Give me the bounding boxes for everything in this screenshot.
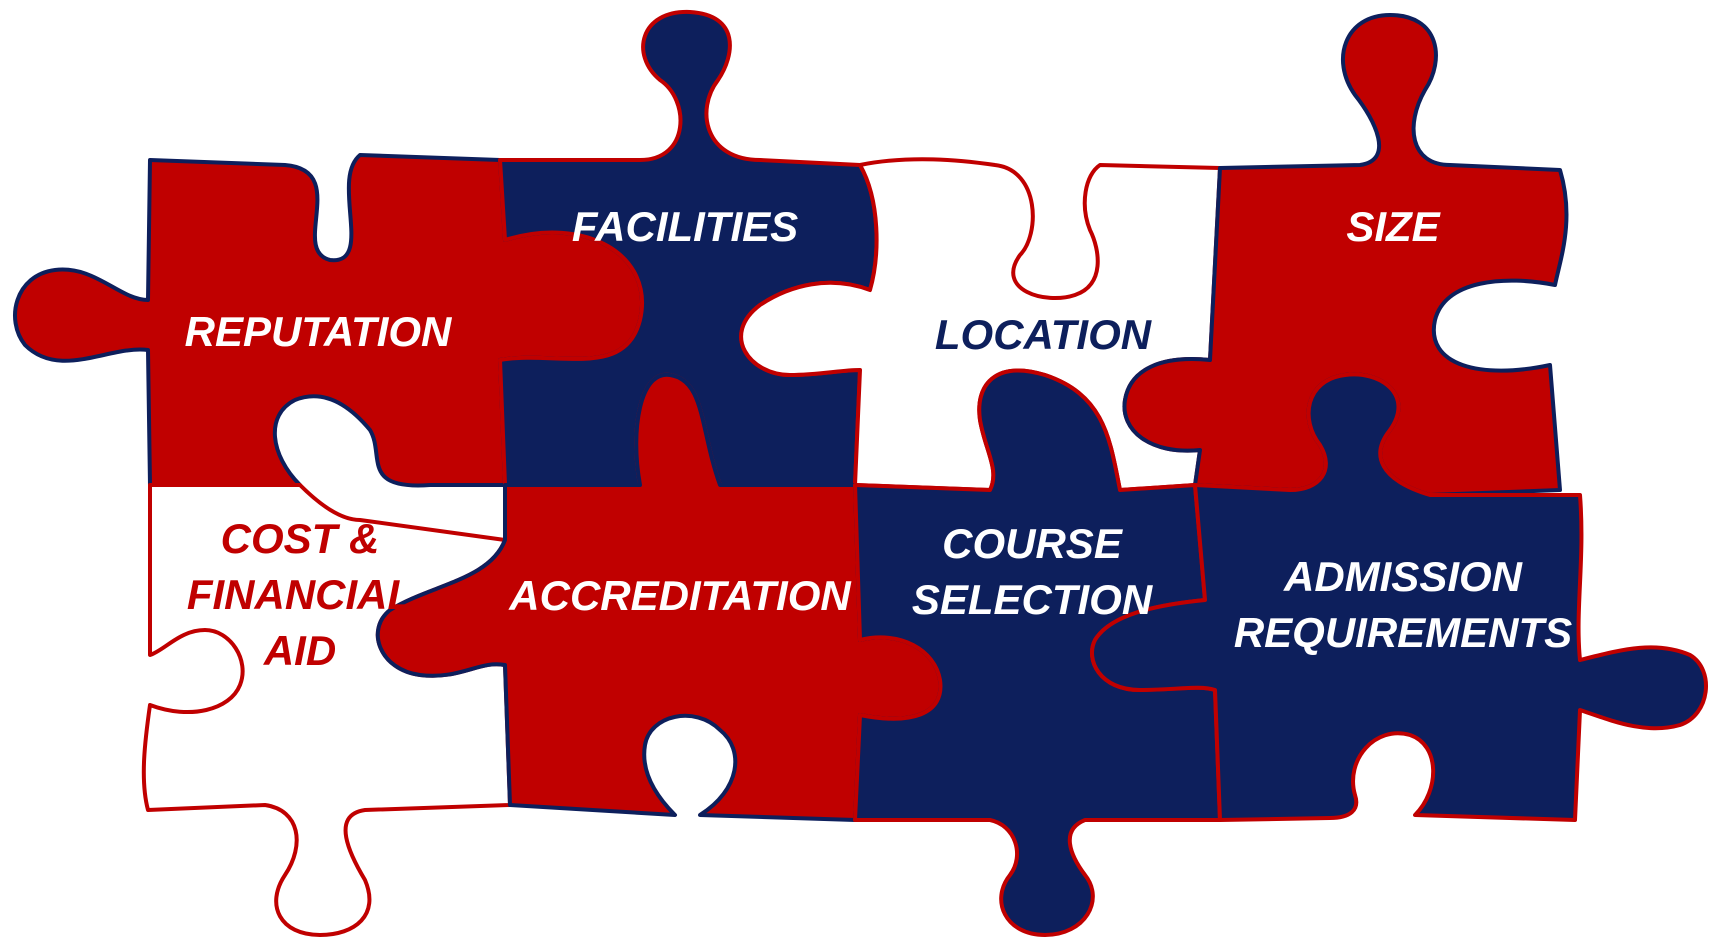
piece-label-line: AID — [263, 627, 336, 674]
piece-label-line: ADMISSION — [1283, 553, 1524, 600]
piece-label-line: ACCREDITATION — [508, 572, 852, 619]
piece-label-accreditation: ACCREDITATION — [508, 572, 852, 619]
piece-label-admission: ADMISSION REQUIREMENTS — [1234, 553, 1572, 657]
puzzle-piece-admission — [1090, 372, 1708, 822]
piece-label-line: SELECTION — [912, 576, 1154, 623]
piece-label-line: COURSE — [942, 520, 1124, 567]
piece-label-line: COST & — [221, 515, 380, 562]
piece-label-line: REQUIREMENTS — [1234, 609, 1572, 657]
puzzle-piece-accreditation — [375, 372, 943, 822]
puzzle-piece-reputation — [13, 153, 644, 488]
piece-label-size: SIZE — [1346, 203, 1441, 250]
piece-label-line: LOCATION — [935, 311, 1153, 358]
piece-label-line: SIZE — [1346, 203, 1441, 250]
piece-label-cost: COST & FINANCIAL AID — [187, 515, 413, 674]
piece-label-reputation: REPUTATION — [185, 308, 453, 355]
piece-label-line: REPUTATION — [185, 308, 453, 355]
piece-label-location: LOCATION — [935, 311, 1153, 358]
piece-label-line: FINANCIAL — [187, 571, 413, 618]
piece-label-facilities: FACILITIES — [572, 203, 798, 250]
piece-label-line: FACILITIES — [572, 203, 798, 250]
piece-label-course: COURSE SELECTION — [912, 520, 1154, 623]
